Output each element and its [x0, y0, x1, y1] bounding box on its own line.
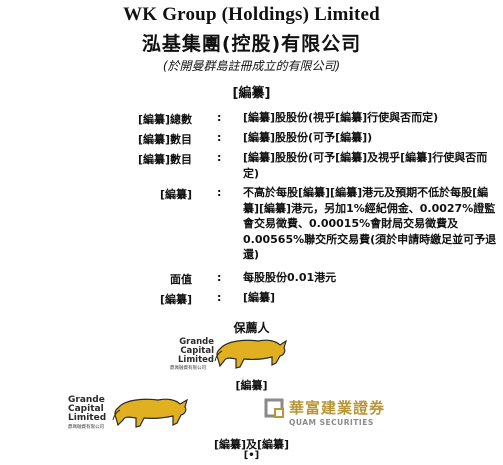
logo-word: Capital — [68, 404, 104, 414]
company-name-chinese: 泓基集團(控股)有限公司 — [141, 33, 362, 55]
offer-row-label: [編纂] — [159, 188, 192, 201]
sponsor-heading: 保薦人 — [233, 321, 270, 335]
offer-row-label: [編纂]數目 — [137, 153, 192, 166]
redacted-label: [編纂] — [235, 379, 268, 392]
offer-row-value: 每股股份0.01港元 — [243, 271, 337, 284]
logo-word: Limited — [177, 355, 214, 365]
quam-chinese-name: 華富建業證券 — [289, 399, 386, 417]
offer-row-value: [編纂] — [243, 291, 276, 304]
offer-row-colon: : — [217, 111, 222, 124]
incorporation-note: (於開曼群島註冊成立的有限公司) — [162, 59, 341, 73]
offer-row-colon: : — [217, 151, 222, 164]
offer-row-value: [編纂]股股份(視乎[編纂]行使與否而定) — [243, 111, 439, 124]
logo-chinese-name: 鼎珮融資有限公司 — [170, 366, 206, 371]
quam-securities-logo: 華富建業證券 QUAM SECURITIES — [264, 396, 394, 430]
offer-row-colon: : — [217, 271, 222, 284]
logo-word: Grande — [179, 337, 214, 347]
quam-emblem-icon — [264, 398, 284, 418]
offer-row-colon: : — [217, 291, 222, 304]
date-placeholder: [•] — [243, 450, 260, 461]
logo-chinese-name: 鼎珮融資有限公司 — [68, 425, 104, 430]
logo-word: Limited — [68, 413, 107, 423]
logo-word: Grande — [68, 395, 105, 405]
offer-row-value: 不高於每股[編纂][編纂]港元及預期不低於每股[編纂][編纂]港元，另加1%經紀… — [243, 186, 497, 261]
redacted-stamp: [編纂] — [232, 86, 271, 101]
offer-row-value: [編纂]股股份(可予[編纂]) — [243, 131, 373, 144]
offer-row-label: 面值 — [170, 273, 192, 286]
redacted-label-bottom: [編纂]及[編纂] — [213, 438, 290, 451]
quam-english-name: QUAM SECURITIES — [289, 418, 374, 427]
offer-row-label: [編纂] — [159, 293, 192, 306]
offer-row-value: [編纂]股股份(可予[編纂]及視乎[編纂]行使與否而定) — [243, 151, 488, 180]
logo-word: Capital — [180, 346, 214, 356]
grande-capital-logo-sponsor: Grande Capital Limited 鼎珮融資有限公司 — [170, 335, 290, 373]
offer-row-label: [編纂]總數 — [137, 113, 192, 126]
offer-row-colon: : — [217, 186, 222, 199]
offer-row-label: [編纂]數目 — [137, 133, 192, 146]
bull-icon — [112, 398, 188, 428]
company-name-english: WK Group (Holdings) Limited — [123, 4, 380, 25]
grande-capital-logo: Grande Capital Limited 鼎珮融資有限公司 — [68, 393, 196, 433]
offer-row-colon: : — [217, 131, 222, 144]
bull-icon — [214, 339, 288, 369]
